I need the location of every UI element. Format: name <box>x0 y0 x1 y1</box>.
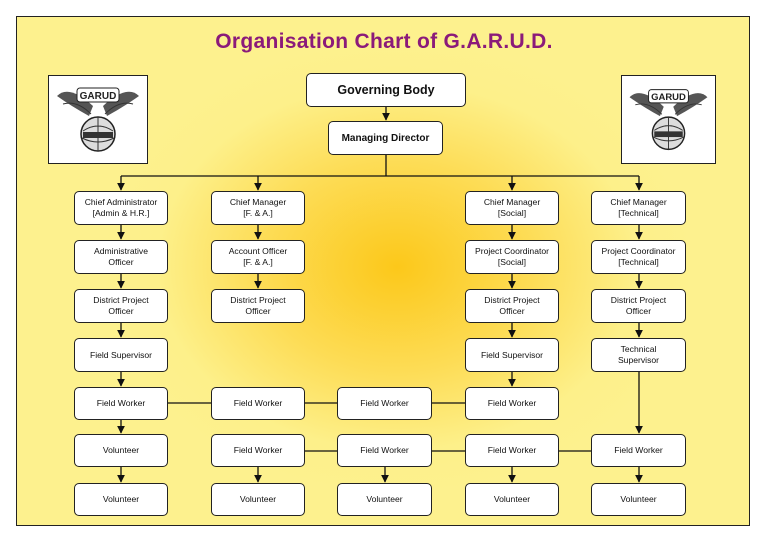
garud-emblem-icon: GARUD <box>629 89 708 151</box>
node-district-project-officer: District Project Officer <box>591 289 686 323</box>
node-field-worker: Field Worker <box>337 387 432 420</box>
node-volunteer: Volunteer <box>74 483 168 516</box>
node-account-officer: Account Officer [F. & A.] <box>211 240 305 274</box>
logo-left: GARUD <box>48 75 148 164</box>
node-managing-director: Managing Director <box>328 121 443 155</box>
node-field-supervisor: Field Supervisor <box>74 338 168 372</box>
node-district-project-officer: District Project Officer <box>465 289 559 323</box>
node-district-project-officer: District Project Officer <box>74 289 168 323</box>
node-field-worker: Field Worker <box>465 387 559 420</box>
logo-right: GARUD <box>621 75 716 164</box>
node-field-worker: Field Worker <box>211 387 305 420</box>
node-volunteer: Volunteer <box>591 483 686 516</box>
node-field-worker: Field Worker <box>74 387 168 420</box>
node-field-worker: Field Worker <box>465 434 559 467</box>
node-volunteer: Volunteer <box>465 483 559 516</box>
node-project-coordinator-social: Project Coordinator [Social] <box>465 240 559 274</box>
node-field-worker: Field Worker <box>337 434 432 467</box>
node-volunteer: Volunteer <box>74 434 168 467</box>
node-volunteer: Volunteer <box>337 483 432 516</box>
chart-title: Organisation Chart of G.A.R.U.D. <box>215 30 553 53</box>
node-district-project-officer: District Project Officer <box>211 289 305 323</box>
node-governing-body: Governing Body <box>306 73 466 107</box>
node-field-worker: Field Worker <box>591 434 686 467</box>
node-chief-administrator: Chief Administrator [Admin & H.R.] <box>74 191 168 225</box>
node-chief-manager-fa: Chief Manager [F. & A.] <box>211 191 305 225</box>
node-field-supervisor: Field Supervisor <box>465 338 559 372</box>
node-administrative-officer: Administrative Officer <box>74 240 168 274</box>
node-field-worker: Field Worker <box>211 434 305 467</box>
svg-text:GARUD: GARUD <box>80 91 117 102</box>
svg-text:GARUD: GARUD <box>651 92 686 103</box>
node-volunteer: Volunteer <box>211 483 305 516</box>
garud-emblem-icon: GARUD <box>57 87 139 152</box>
node-chief-manager-technical: Chief Manager [Technical] <box>591 191 686 225</box>
node-chief-manager-social: Chief Manager [Social] <box>465 191 559 225</box>
node-technical-supervisor: Technical Supervisor <box>591 338 686 372</box>
node-project-coordinator-technical: Project Coordinator [Technical] <box>591 240 686 274</box>
